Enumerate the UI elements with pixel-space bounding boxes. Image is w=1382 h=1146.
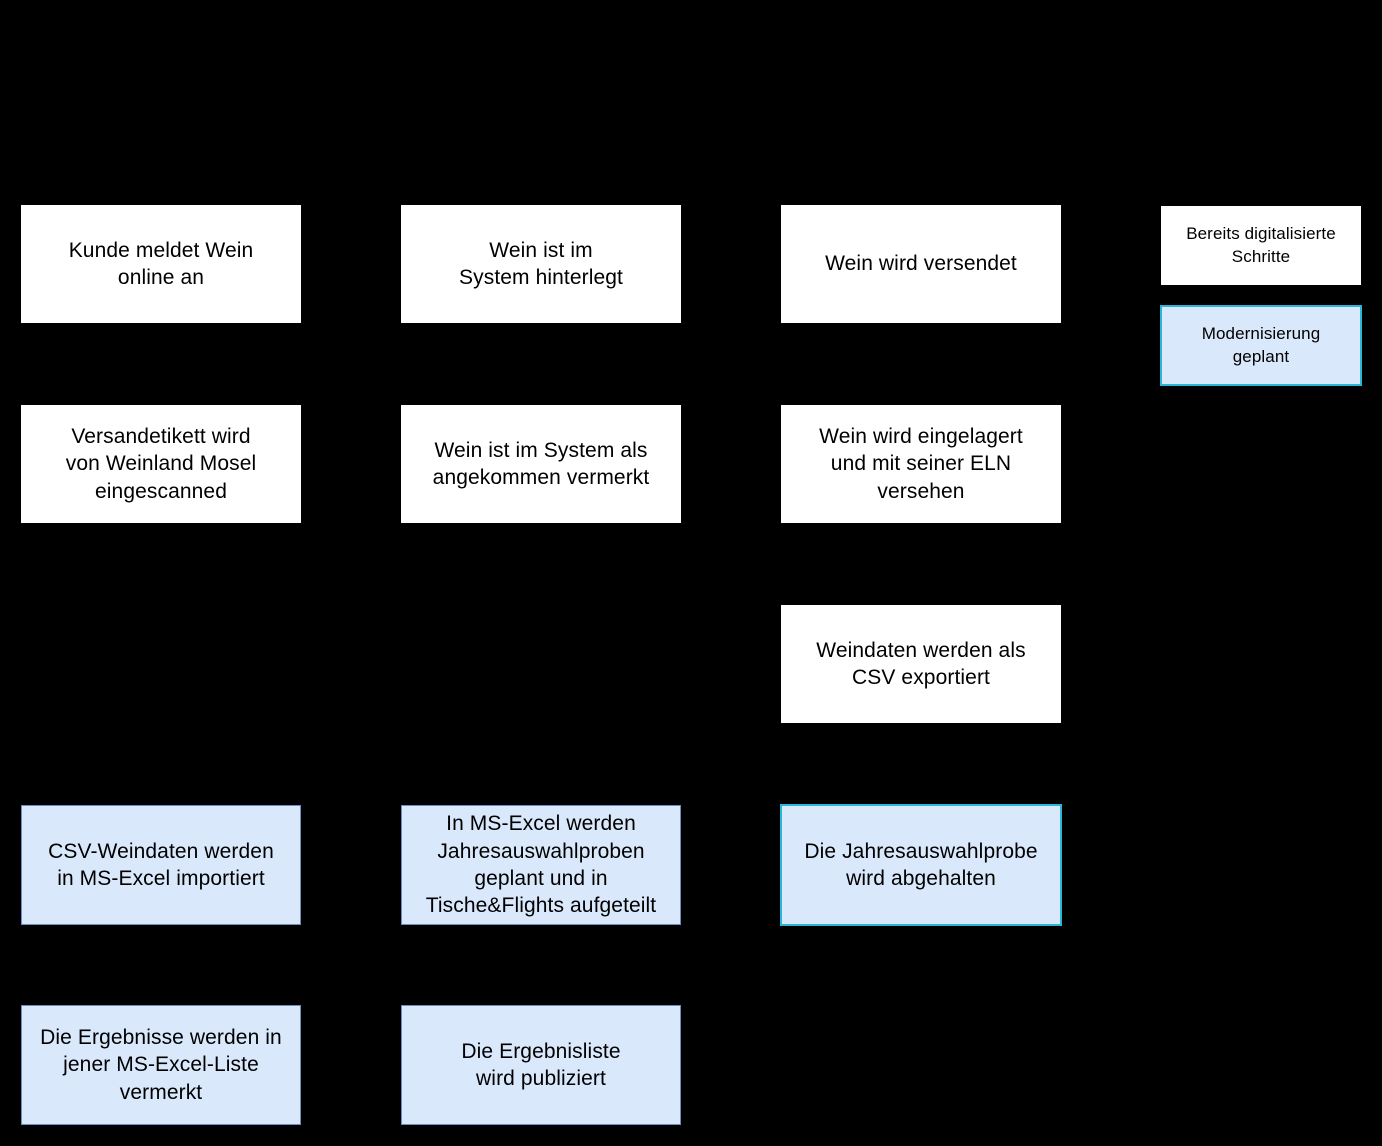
node-wein-angekommen-vermerkt[interactable]: Wein ist im System als angekommen vermer… [401,405,681,523]
node-wein-wird-versendet[interactable]: Wein wird versendet [781,205,1061,323]
legend-item-digitized[interactable]: Bereits digitalisierte Schritte [1161,206,1361,285]
node-label: Weindaten werden als CSV exportiert [816,638,1026,689]
node-label: Wein wird versendet [825,252,1017,276]
node-label: Die Ergebnisliste wird publiziert [461,1039,621,1090]
node-label: CSV-Weindaten werden in MS-Excel importi… [48,839,274,890]
node-weindaten-csv-export[interactable]: Weindaten werden als CSV exportiert [781,605,1061,723]
node-versandetikett-eingescanned[interactable]: Versandetikett wird von Weinland Mosel e… [21,405,301,523]
node-wein-im-system-hinterlegt[interactable]: Wein ist im System hinterlegt [401,205,681,323]
node-ergebnisliste-publiziert[interactable]: Die Ergebnisliste wird publiziert [401,1005,681,1125]
node-label: Die Jahresauswahlprobe wird abgehalten [804,839,1038,890]
node-wein-eingelagert-eln[interactable]: Wein wird eingelagert und mit seiner ELN… [781,405,1061,523]
node-ergebnisse-excel-liste[interactable]: Die Ergebnisse werden in jener MS-Excel-… [21,1005,301,1125]
node-label: Wein ist im System hinterlegt [459,238,623,289]
node-csv-weindaten-import[interactable]: CSV-Weindaten werden in MS-Excel importi… [21,805,301,925]
node-label: Kunde meldet Wein online an [68,238,254,289]
node-label: Bereits digitalisierte Schritte [1186,224,1336,266]
node-label: Wein ist im System als angekommen vermer… [432,438,650,489]
legend-item-planned[interactable]: Modernisierung geplant [1160,305,1362,386]
node-label: Modernisierung geplant [1201,324,1321,366]
node-label: In MS-Excel werden Jahresauswahlproben g… [425,812,657,918]
node-jahresauswahlproben-geplant[interactable]: In MS-Excel werden Jahresauswahlproben g… [401,805,681,925]
node-label: Wein wird eingelagert und mit seiner ELN… [819,425,1023,503]
node-jahresauswahlprobe-abgehalten[interactable]: Die Jahresauswahlprobe wird abgehalten [780,804,1062,926]
node-label: Versandetikett wird von Weinland Mosel e… [65,425,257,503]
node-label: Die Ergebnisse werden in jener MS-Excel-… [40,1026,282,1104]
node-kunde-meldet-wein[interactable]: Kunde meldet Wein online an [21,205,301,323]
